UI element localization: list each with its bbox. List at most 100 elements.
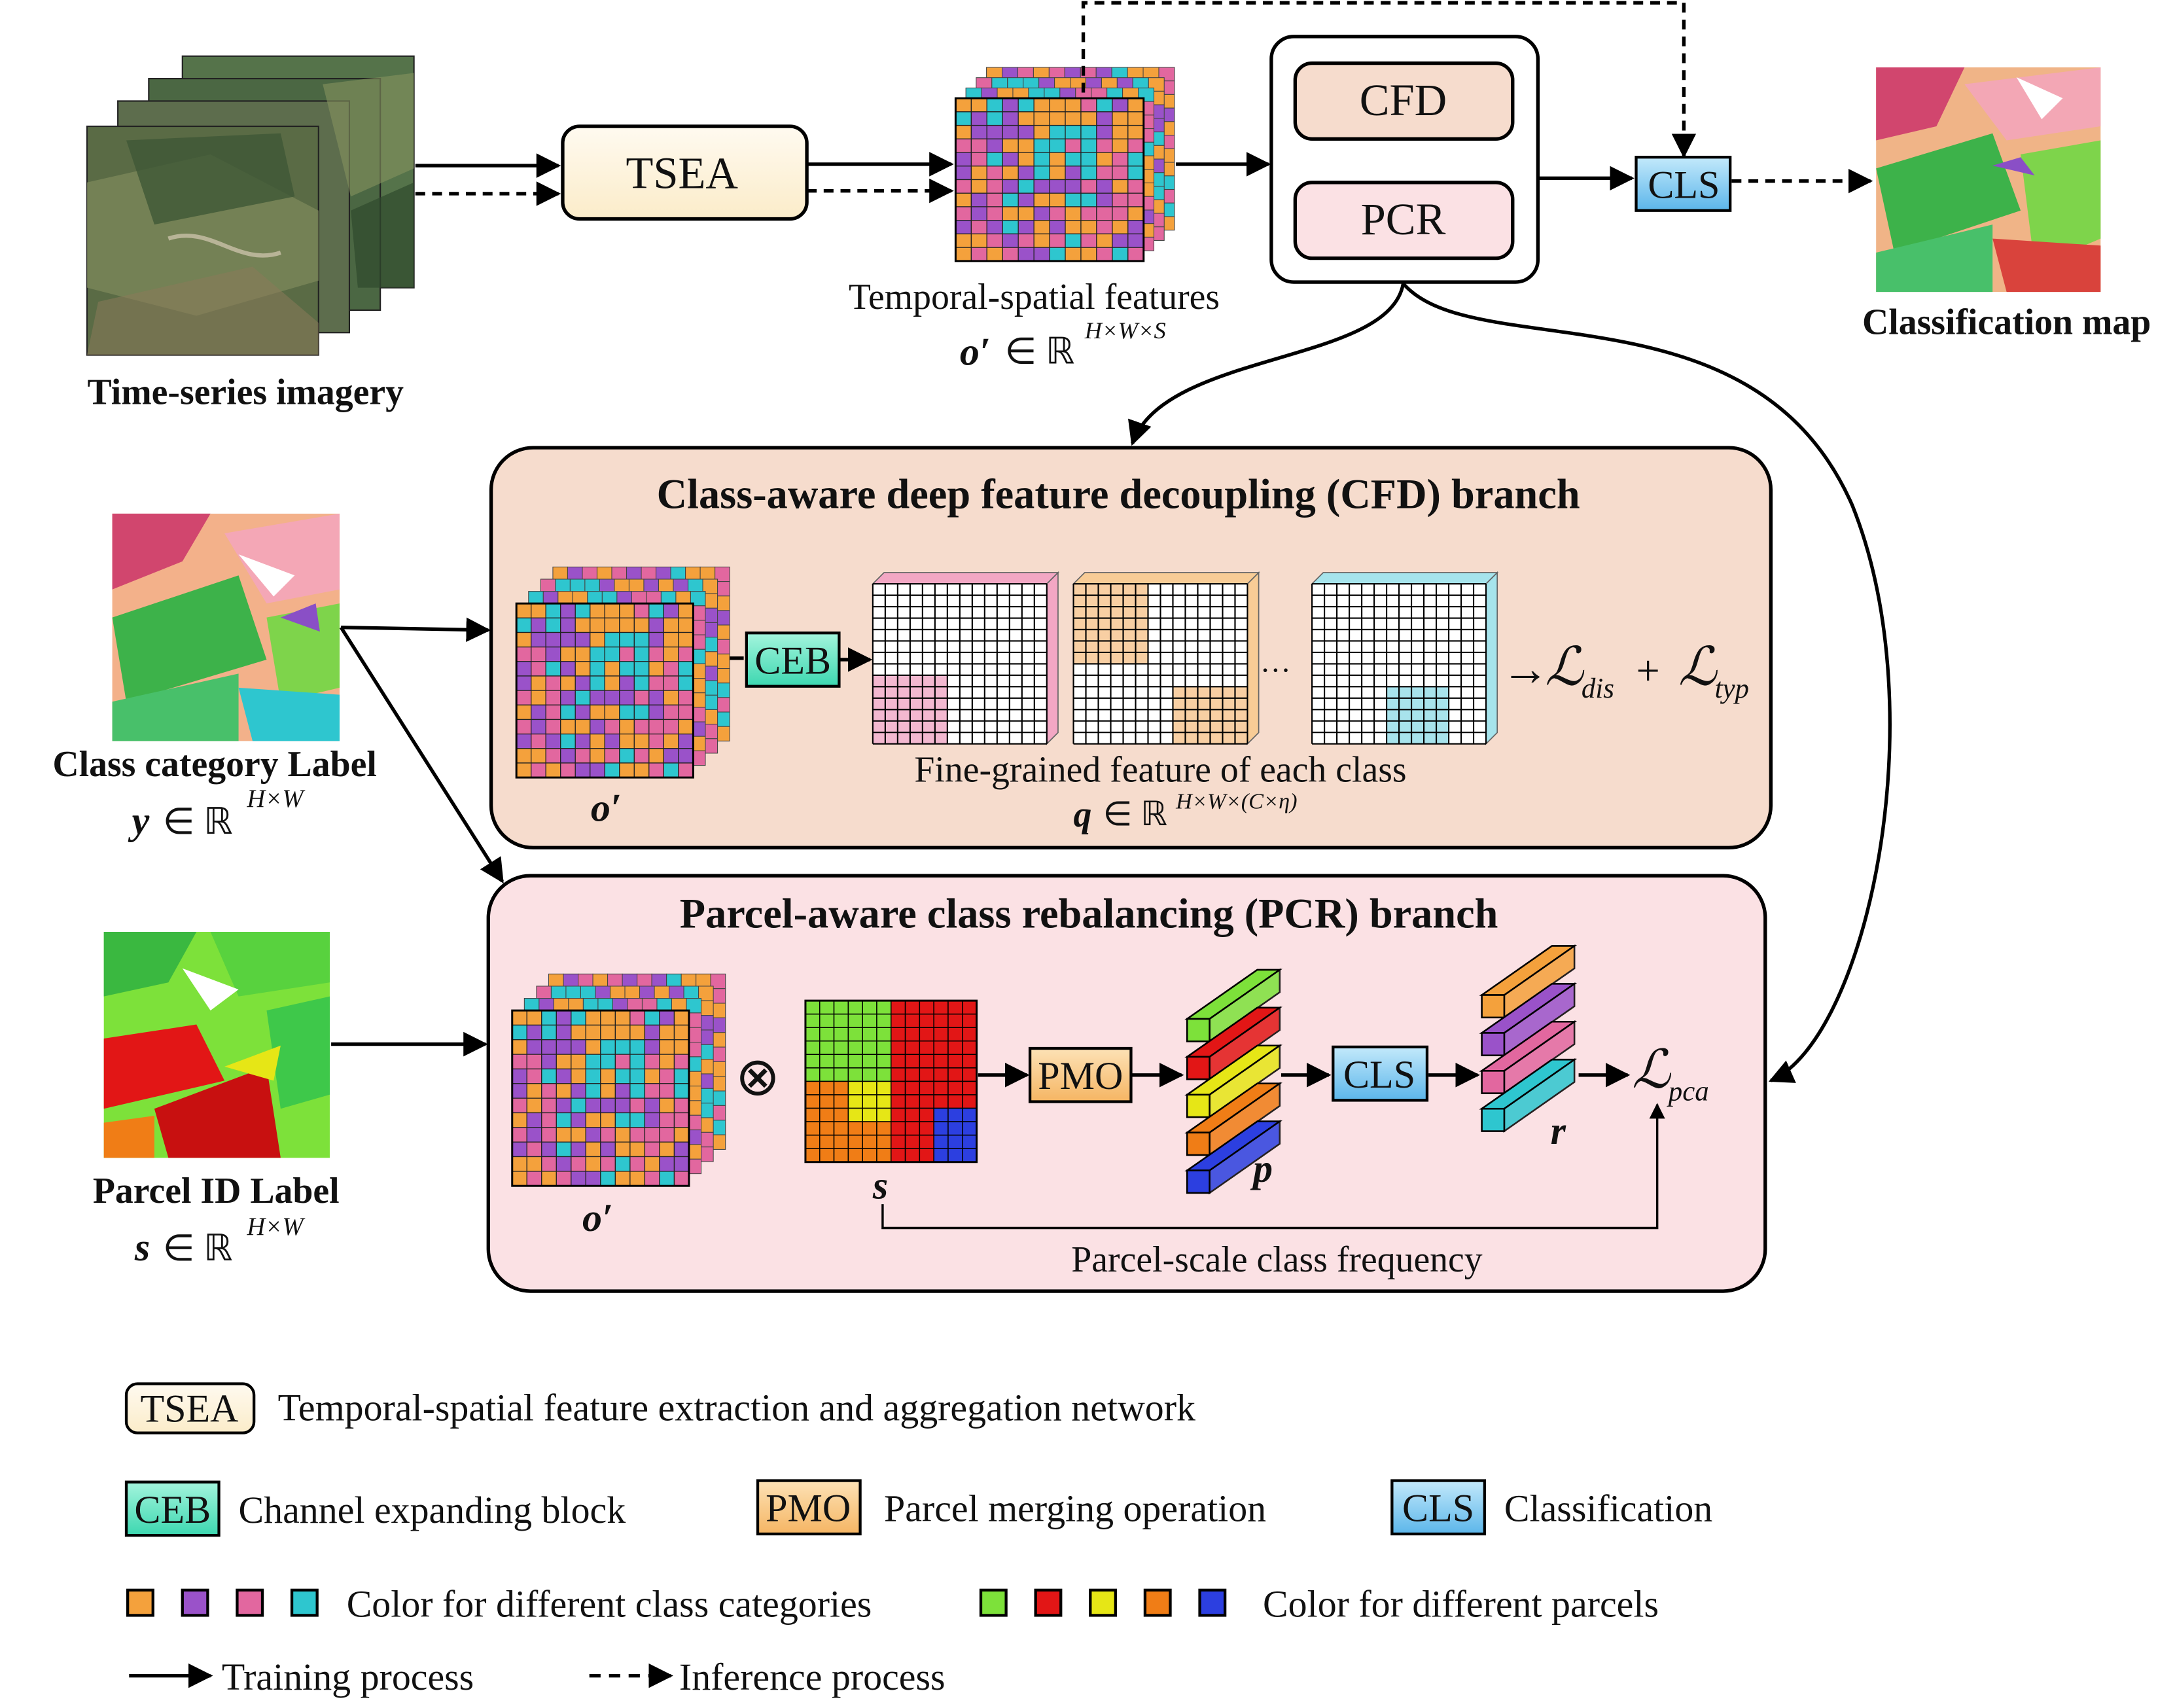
- feature-cell: [600, 1171, 616, 1186]
- feature-cell: [1112, 124, 1129, 139]
- feature-cell: [970, 206, 987, 221]
- parcel-cell: [833, 1121, 849, 1136]
- class-color-swatches: [126, 1588, 319, 1617]
- feature-cell: [600, 1083, 616, 1099]
- feature-cell: [633, 733, 650, 749]
- feature-cell: [648, 632, 664, 648]
- feature-cell: [614, 1156, 631, 1172]
- class-label-space: ∈ ℝ: [163, 802, 233, 842]
- feature-cell: [986, 138, 1003, 153]
- feature-cell: [585, 1112, 601, 1128]
- parcel-cell: [904, 1067, 921, 1082]
- feature-cell: [1080, 124, 1097, 139]
- parcel-cell: [805, 1107, 821, 1122]
- feature-cell: [1049, 124, 1066, 139]
- feature-cell: [663, 690, 679, 705]
- feature-cell: [1033, 206, 1050, 221]
- feature-cell: [545, 719, 561, 735]
- feature-cell: [629, 1156, 646, 1172]
- feature-cell: [659, 1141, 675, 1158]
- parcel-cell: [891, 1054, 906, 1069]
- bar-face: [1481, 994, 1506, 1019]
- feature-cell: [545, 617, 561, 633]
- feature-cell: [516, 603, 532, 618]
- parcel-cell: [933, 1013, 949, 1028]
- parcel-cell: [919, 1121, 934, 1136]
- parcel-cell: [933, 1080, 949, 1095]
- feature-cell: [970, 233, 987, 248]
- feature-cell: [575, 647, 591, 662]
- parcel-cell: [819, 1134, 835, 1149]
- feature-cell: [545, 704, 561, 721]
- parcel-cell: [919, 1027, 934, 1042]
- feature-cell: [1127, 220, 1144, 235]
- feature-cell: [1065, 152, 1082, 167]
- feature-cell: [1002, 124, 1019, 139]
- feature-cell: [659, 1010, 675, 1026]
- feature-cell: [970, 98, 987, 113]
- pcr-branch-title: Parcel-aware class rebalancing (PCR) bra…: [680, 891, 1498, 937]
- parcel-cell: [819, 1027, 835, 1042]
- feature-cell: [590, 748, 605, 764]
- parcel-cell: [819, 1080, 835, 1095]
- feature-cell: [516, 704, 532, 721]
- feature-cell: [600, 1054, 616, 1070]
- feature-cell: [571, 1171, 586, 1186]
- parcel-frequency-caption: Parcel-scale class frequency: [1071, 1239, 1482, 1280]
- feature-cell: [633, 661, 650, 677]
- feature-cell: [970, 179, 987, 194]
- pcr-label: PCR: [1361, 194, 1446, 244]
- feature-cell: [1065, 124, 1082, 139]
- feature-cell: [575, 733, 591, 749]
- features-symbol: o′: [960, 330, 991, 374]
- legend-pmo-key: PMO: [766, 1486, 851, 1530]
- feature-cell: [600, 1156, 616, 1172]
- feature-cell: [644, 1068, 660, 1084]
- feature-cell: [526, 1010, 542, 1026]
- parcel-cell: [947, 1107, 963, 1122]
- feature-cell: [526, 1083, 542, 1099]
- legend-tsea-box: [124, 1382, 256, 1434]
- pcr-module: [1293, 181, 1515, 260]
- parcel-cell: [891, 1041, 906, 1056]
- feature-cell: [560, 704, 576, 721]
- feature-cell: [1127, 111, 1144, 126]
- feature-cell: [526, 1054, 542, 1070]
- feature-cell: [512, 1127, 527, 1143]
- parcel-cell: [847, 1094, 863, 1109]
- feature-cell: [590, 632, 605, 648]
- feature-cell: [970, 138, 987, 153]
- feature-cell: [604, 704, 620, 721]
- parcel-cell: [947, 1027, 963, 1042]
- fine-grained-feature-caption: Fine-grained feature of each class: [914, 750, 1406, 791]
- feature-cell: [659, 1097, 675, 1114]
- parcel-cell: [876, 1107, 892, 1122]
- feature-cell: [545, 632, 561, 648]
- class-color-swatch: [181, 1588, 209, 1617]
- parcel-cell: [876, 1148, 892, 1163]
- parcel-cell: [805, 1041, 821, 1056]
- feature-cell: [678, 733, 694, 749]
- feature-cell: [986, 166, 1003, 181]
- cfd-output-arrow: →: [1502, 643, 1549, 696]
- feature-cell: [955, 247, 972, 262]
- parcel-cell: [847, 1027, 863, 1042]
- q-dims: H×W×(C×η): [1175, 789, 1298, 813]
- legend-cls-desc: Classification: [1504, 1487, 1712, 1530]
- parcel-cell: [819, 1107, 835, 1122]
- parcel-cell: [833, 1080, 849, 1095]
- feature-cell: [604, 632, 620, 648]
- parcel-cell: [891, 1134, 906, 1149]
- parcel-cell: [947, 1121, 963, 1136]
- feature-cell: [629, 1024, 646, 1041]
- parcel-cell: [891, 1080, 906, 1095]
- feature-cell: [955, 111, 972, 126]
- cfd-module: [1293, 61, 1515, 141]
- parcel-cell: [919, 1148, 934, 1163]
- class-color-swatch: [236, 1588, 264, 1617]
- feature-cell: [1002, 166, 1019, 181]
- feature-cell: [512, 1141, 527, 1158]
- legend-training-desc: Training process: [222, 1656, 474, 1698]
- feature-cell: [955, 124, 972, 139]
- feature-cell: [663, 632, 679, 648]
